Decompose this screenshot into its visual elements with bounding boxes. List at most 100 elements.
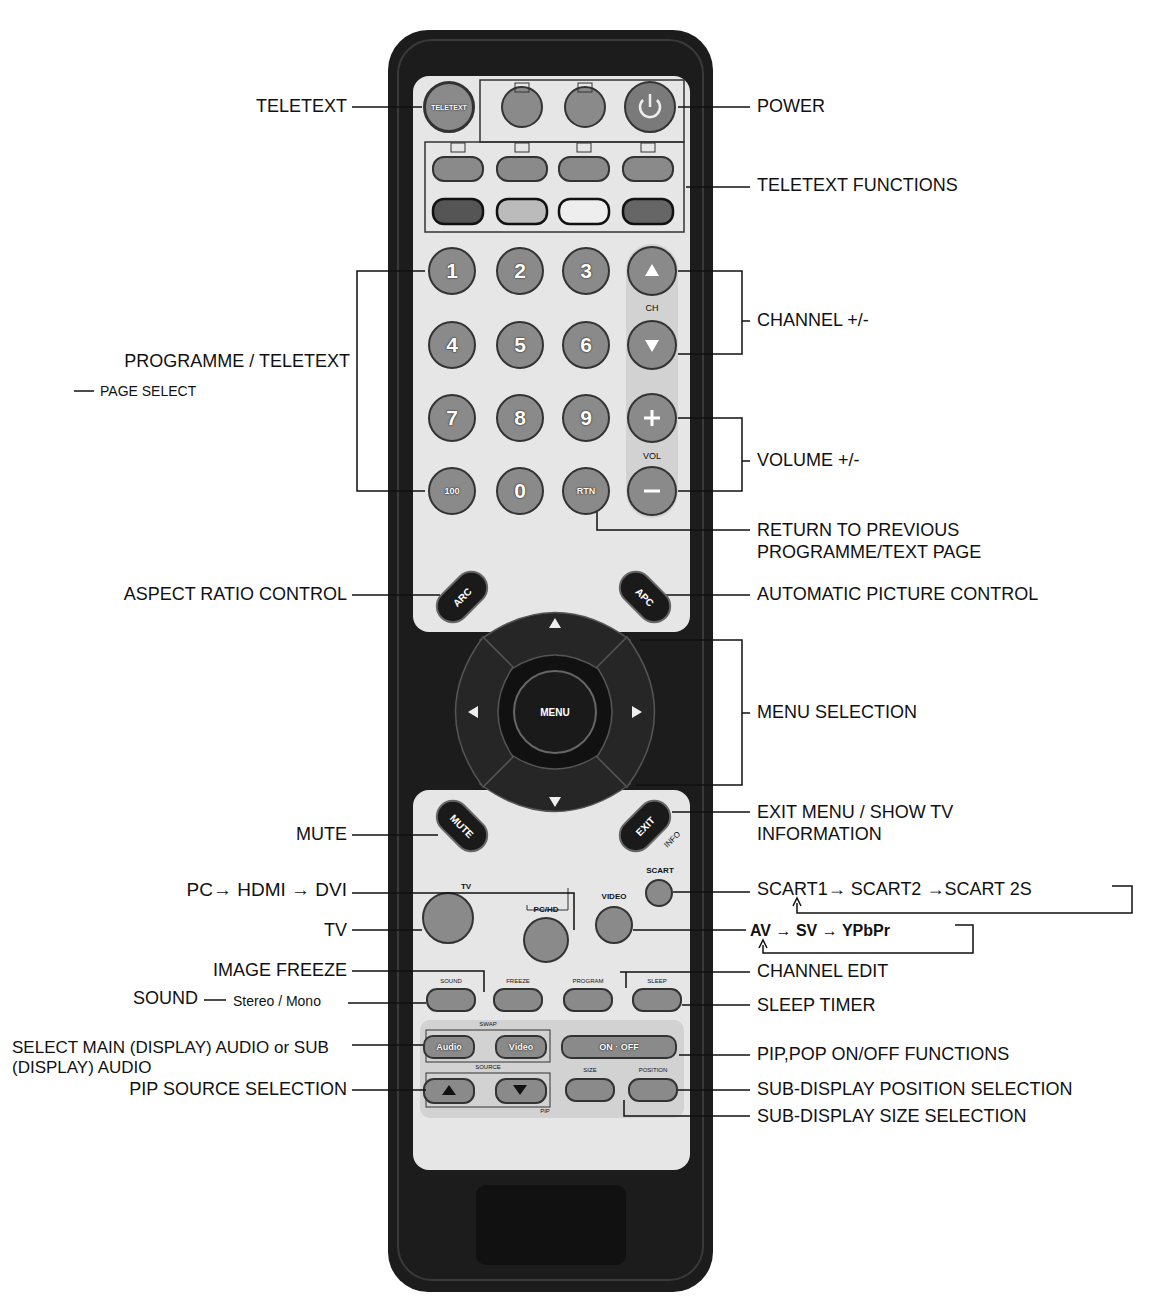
remote-button: Video xyxy=(495,1035,547,1059)
callout-label: PC→ HDMI → DVI xyxy=(187,879,347,902)
button-text: 0 xyxy=(514,479,526,503)
button-text: 9 xyxy=(580,406,592,430)
teletext-buttons xyxy=(433,157,673,181)
remote-button: Audio xyxy=(423,1035,475,1059)
callout-label: TV xyxy=(324,920,347,942)
icon xyxy=(515,83,529,92)
button-text: ON · OFF xyxy=(599,1042,639,1052)
callout-label: MENU SELECTION xyxy=(757,702,917,724)
button-text: 8 xyxy=(514,406,526,430)
callout-label: PAGE SELECT xyxy=(100,383,196,400)
callout-label: IMAGE FREEZE xyxy=(213,960,347,982)
callout-label: EXIT MENU / SHOW TV INFORMATION xyxy=(757,802,1057,845)
callout-label: PROGRAMME / TELETEXT xyxy=(124,351,350,373)
remote-body xyxy=(388,30,713,1292)
remote-button: 6 xyxy=(562,321,610,369)
remote-button: MENU xyxy=(513,670,597,754)
callout-label: ASPECT RATIO CONTROL xyxy=(124,584,347,606)
button-text: 7 xyxy=(446,406,458,430)
dpad-keys xyxy=(456,613,655,812)
callout-label: SLEEP TIMER xyxy=(757,995,875,1017)
battery-cover xyxy=(476,1185,626,1265)
remote-button: 2 xyxy=(496,247,544,295)
remote-button: 4 xyxy=(428,321,476,369)
pip-buttons xyxy=(424,1079,677,1103)
pip-panel xyxy=(420,1020,684,1118)
button-caption: POSITION xyxy=(639,1067,668,1074)
button-text: Audio xyxy=(436,1042,462,1052)
button-text: RTN xyxy=(577,486,596,496)
power-button xyxy=(625,82,675,132)
button-caption: FREEZE xyxy=(506,978,530,985)
button-text: APC xyxy=(634,586,657,609)
callout-label: CHANNEL +/- xyxy=(757,310,869,332)
button-text: Video xyxy=(509,1042,533,1052)
callout-label: Stereo / Mono xyxy=(233,993,321,1010)
remote-button: ON · OFF xyxy=(561,1035,677,1059)
button-caption: SIZE xyxy=(583,1067,596,1074)
remote-button: 5 xyxy=(496,321,544,369)
group-frame xyxy=(425,142,684,232)
callout-label: TELETEXT xyxy=(256,96,347,118)
callout-label: SOUND xyxy=(133,988,198,1010)
button-text: 100 xyxy=(444,486,459,496)
callout-label: MUTE xyxy=(296,824,347,846)
remote-button: 0 xyxy=(496,467,544,515)
callout-label: PIP SOURCE SELECTION xyxy=(129,1079,347,1101)
callout-label: RETURN TO PREVIOUS PROGRAMME/TEXT PAGE xyxy=(757,520,1057,563)
callout-label: PIP,POP ON/OFF FUNCTIONS xyxy=(757,1044,1009,1066)
icon xyxy=(451,143,655,152)
callout-label: SCART1→ SCART2 →SCART 2S xyxy=(757,879,1032,901)
button-text: TELETEXT xyxy=(431,104,467,111)
button-caption: PC/HD xyxy=(534,905,559,915)
remote-button: 9 xyxy=(562,394,610,442)
button-text: 6 xyxy=(580,333,592,357)
callout-label: AUTOMATIC PICTURE CONTROL xyxy=(757,584,1038,606)
button-text: ARC xyxy=(450,585,473,608)
icon xyxy=(578,83,592,92)
ch-vol-buttons xyxy=(628,247,676,515)
button-text: MUTE xyxy=(448,812,476,840)
button-text: MENU xyxy=(540,707,569,718)
button-caption: SOURCE xyxy=(475,1064,501,1071)
button-text: 2 xyxy=(514,259,526,283)
button-text: 4 xyxy=(446,333,458,357)
callout-label: SUB-DISPLAY SIZE SELECTION xyxy=(757,1106,1026,1128)
color-buttons xyxy=(433,199,673,224)
callout-label: VOLUME +/- xyxy=(757,450,860,472)
remote-button: 100 xyxy=(428,467,476,515)
button xyxy=(565,87,605,127)
button-text: 5 xyxy=(514,333,526,357)
leader-lines xyxy=(74,107,1132,1116)
button-text: 1 xyxy=(446,259,458,283)
callout-label: POWER xyxy=(757,96,825,118)
callout-label: CHANNEL EDIT xyxy=(757,961,888,983)
lower-panel xyxy=(413,790,690,1170)
button xyxy=(424,82,474,132)
button-caption: PIP xyxy=(540,1108,550,1115)
callout-label: AV → SV → YPbPr xyxy=(750,921,890,940)
button-caption: TV xyxy=(461,882,471,892)
remote-button: TELETEXT xyxy=(424,82,474,132)
button-caption: SOUND xyxy=(440,978,462,985)
button-caption: VOL xyxy=(643,451,661,462)
upper-panel xyxy=(413,76,690,632)
button-caption: PROGRAM xyxy=(572,978,603,985)
remote-rim xyxy=(398,40,703,1280)
remote-button: 7 xyxy=(428,394,476,442)
button-caption: VIDEO xyxy=(602,892,627,902)
remote-button: 1 xyxy=(428,247,476,295)
remote-button: 3 xyxy=(562,247,610,295)
button-text: EXIT xyxy=(633,814,657,838)
remote-button: 8 xyxy=(496,394,544,442)
button-caption: SLEEP xyxy=(647,978,666,985)
callout-label: SELECT MAIN (DISPLAY) AUDIO or SUB (DISP… xyxy=(12,1038,357,1079)
callout-label: TELETEXT FUNCTIONS xyxy=(757,175,958,197)
group-frame xyxy=(480,80,684,142)
button-caption: CH xyxy=(646,303,659,314)
button-caption: SWAP xyxy=(479,1021,496,1028)
remote-button: RTN xyxy=(562,467,610,515)
callout-label: SUB-DISPLAY POSITION SELECTION xyxy=(757,1079,1072,1101)
button-text: 3 xyxy=(580,259,592,283)
ch-vol-strip xyxy=(626,244,678,518)
